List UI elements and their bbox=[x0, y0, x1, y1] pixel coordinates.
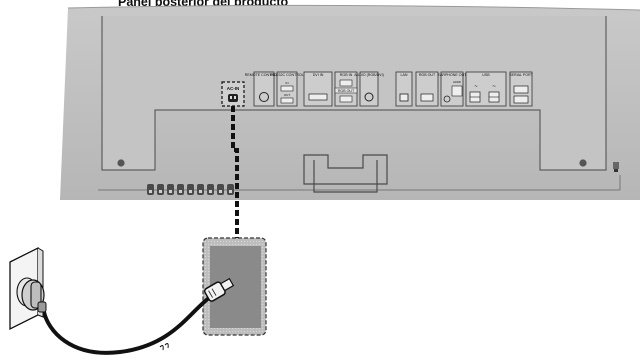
screw-left-icon bbox=[117, 159, 125, 167]
remote-label: REMOTE CONTROL IN bbox=[245, 73, 284, 77]
rs232-port[interactable]: RS-232C CONTROL IN OUT bbox=[270, 71, 304, 107]
connection-indicator-line bbox=[231, 106, 239, 243]
power-plug-connector-icon bbox=[203, 277, 235, 302]
rgb-out-2-label: RGB OUT bbox=[419, 73, 436, 77]
earphone-hdmi-port[interactable]: EARPHONE OUT HDMI bbox=[438, 71, 468, 107]
rgb-in-label: RGB IN bbox=[340, 73, 353, 77]
power-cable bbox=[42, 293, 215, 355]
dvi-in-port[interactable]: DVI IN bbox=[303, 71, 333, 107]
stand-mount-bracket bbox=[303, 154, 388, 193]
rgb-in-out-port[interactable]: RGB IN RGB OUT bbox=[334, 71, 358, 107]
kensington-lock-icon bbox=[613, 162, 619, 172]
ac-in-label: AC-IN bbox=[227, 86, 240, 91]
hdmi-label: HDMI bbox=[453, 80, 461, 84]
remote-control-port[interactable]: REMOTE CONTROL IN bbox=[245, 71, 284, 107]
lan-port[interactable]: LAN bbox=[395, 71, 413, 107]
rs232-out-label: OUT bbox=[284, 93, 291, 97]
dvi-label: DVI IN bbox=[313, 73, 324, 77]
audio-label: AUDIO (RGB/DVI) bbox=[354, 73, 384, 77]
rs232-label: RS-232C CONTROL bbox=[270, 73, 303, 77]
serial-label: SERIAL PORT bbox=[509, 73, 533, 77]
diagram-title: Panel posterior del producto bbox=[118, 0, 289, 9]
ac-in-port[interactable]: AC-IN bbox=[221, 81, 245, 107]
usb-icon: ~ bbox=[492, 84, 496, 90]
usb-label: USB bbox=[482, 73, 490, 77]
screw-right-icon bbox=[579, 159, 587, 167]
audio-port[interactable]: AUDIO (RGB/DVI) bbox=[354, 71, 384, 107]
wall-outlet-icon bbox=[9, 246, 47, 331]
lan-label: LAN bbox=[401, 73, 408, 77]
earphone-label: EARPHONE OUT bbox=[438, 73, 468, 77]
usb-icon: ~ bbox=[474, 84, 478, 90]
cable-clip-row bbox=[147, 184, 234, 195]
rs232-in-label: IN bbox=[286, 81, 289, 85]
rgb-out-2-port[interactable]: RGB OUT bbox=[415, 71, 439, 107]
connector-panel: AC-IN REMOTE CONTROL IN RS-232C CONTROL … bbox=[221, 71, 534, 107]
usb-ports[interactable]: USB ~ ~ bbox=[465, 71, 507, 107]
serial-port[interactable]: SERIAL PORT bbox=[509, 71, 534, 107]
rgb-out-label: RGB OUT bbox=[338, 89, 355, 93]
